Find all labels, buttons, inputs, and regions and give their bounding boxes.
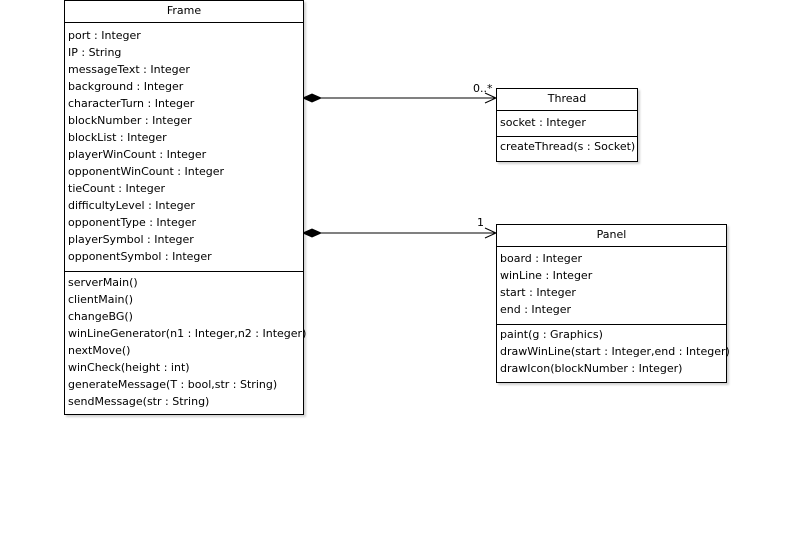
operation: serverMain() <box>68 276 138 289</box>
attribute: IP : String <box>68 46 122 59</box>
attribute: opponentType : Integer <box>68 216 196 229</box>
operation: changeBG() <box>68 310 133 323</box>
operation: createThread(s : Socket) <box>500 140 636 153</box>
operations-compartment: createThread(s : Socket) <box>497 137 637 159</box>
attribute: characterTurn : Integer <box>68 97 195 110</box>
thread-multiplicity: 0..* <box>473 82 493 95</box>
attribute: difficultyLevel : Integer <box>68 199 195 212</box>
operation: generateMessage(T : bool,str : String) <box>68 378 278 391</box>
attribute: opponentSymbol : Integer <box>68 250 212 263</box>
attribute: winLine : Integer <box>500 269 593 282</box>
class-panel[interactable]: Panel board : Integer winLine : Integer st… <box>496 224 730 383</box>
operation: drawIcon(blockNumber : Integer) <box>500 362 683 375</box>
operation: nextMove() <box>68 344 131 357</box>
operation: sendMessage(str : String) <box>68 395 210 408</box>
attribute: tieCount : Integer <box>68 182 166 195</box>
operations-compartment: serverMain() clientMain() changeBG() winLin… <box>65 272 307 414</box>
attribute: playerWinCount : Integer <box>68 148 207 161</box>
attributes-compartment: port : Integer IP : String messageText : I… <box>65 23 303 272</box>
frame-panel-composition[interactable] <box>301 227 498 239</box>
class-name: Panel <box>497 225 726 247</box>
operation: winLineGenerator(n1 : Integer,n2 : Integ… <box>68 327 307 340</box>
attribute: messageText : Integer <box>68 63 190 76</box>
composition-diamond-icon <box>301 228 323 238</box>
attributes-compartment: board : Integer winLine : Integer start : … <box>497 247 726 325</box>
panel-multiplicity: 1 <box>477 216 484 229</box>
operation: winCheck(height : int) <box>68 361 190 374</box>
attribute: opponentWinCount : Integer <box>68 165 225 178</box>
operations-compartment: paint(g : Graphics) drawWinLine(start : I… <box>497 325 730 381</box>
attributes-compartment: socket : Integer <box>497 111 637 137</box>
class-name: Frame <box>65 1 303 23</box>
frame-thread-composition[interactable] <box>301 92 498 104</box>
class-name: Thread <box>497 89 637 111</box>
attribute: blockNumber : Integer <box>68 114 192 127</box>
class-frame[interactable]: Frame port : Integer IP : String messageTe… <box>64 0 307 415</box>
class-thread[interactable]: Thread socket : Integer createThread(s :… <box>496 88 638 162</box>
attribute: blockList : Integer <box>68 131 167 144</box>
attribute: socket : Integer <box>500 116 586 129</box>
operation: clientMain() <box>68 293 134 306</box>
attribute: port : Integer <box>68 29 141 42</box>
operation: drawWinLine(start : Integer,end : Intege… <box>500 345 730 358</box>
attribute: board : Integer <box>500 252 583 265</box>
attribute: background : Integer <box>68 80 184 93</box>
attribute: end : Integer <box>500 303 571 316</box>
attribute: playerSymbol : Integer <box>68 233 194 246</box>
operation: paint(g : Graphics) <box>500 328 603 341</box>
attribute: start : Integer <box>500 286 576 299</box>
composition-diamond-icon <box>301 93 323 103</box>
